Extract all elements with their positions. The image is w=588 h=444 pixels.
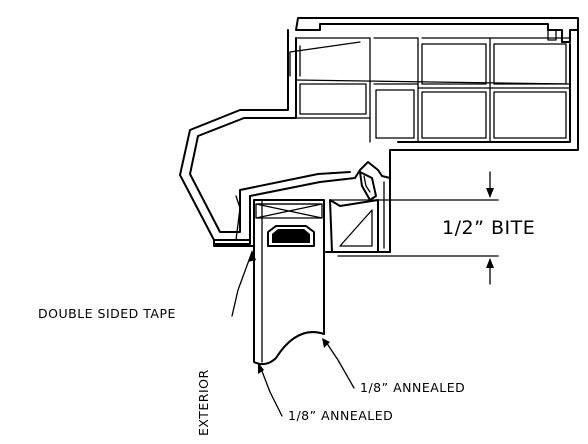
glass-inner-label: 1/8” ANNEALED [288,408,393,423]
bite-label: 1/2” BITE [442,217,535,239]
exterior-label: EXTERIOR [196,369,211,436]
glass-outer-label: 1/8” ANNEALED [360,380,465,395]
tape-label: DOUBLE SIDED TAPE [38,306,176,321]
frame-profile [179,17,579,253]
bite-dimension [329,171,499,285]
leader-lines [231,250,355,417]
glass-unit [253,199,325,366]
